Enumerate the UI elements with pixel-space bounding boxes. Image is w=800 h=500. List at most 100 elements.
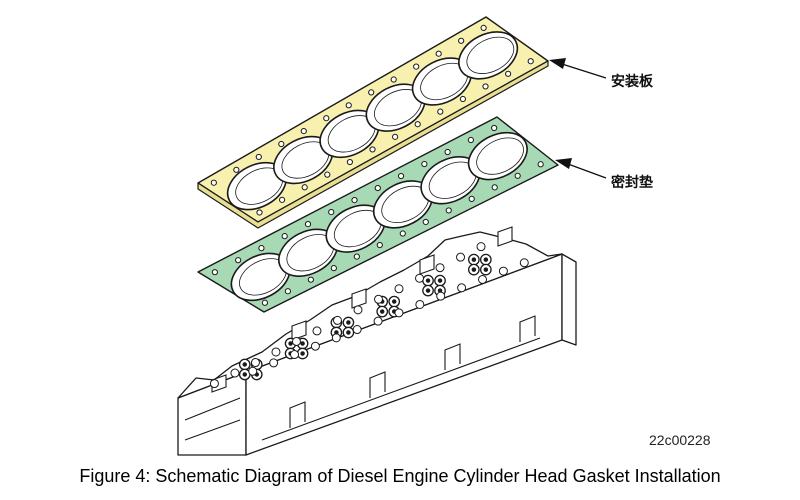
cylinder-head-side-details xyxy=(184,315,541,441)
mounting-plate-bolt-hole xyxy=(482,83,489,90)
gasket-bolt-hole xyxy=(235,257,242,264)
label-mounting-plate: 安装板 xyxy=(611,73,654,90)
arrowhead-mounting-plate xyxy=(549,58,566,69)
mounting-plate-bolt-hole xyxy=(256,209,263,216)
valve-stem xyxy=(437,278,443,283)
deck-hole xyxy=(456,252,466,262)
deck-hole xyxy=(373,294,383,304)
deck-hole xyxy=(476,242,486,252)
gasket-bolt-hole xyxy=(351,196,358,204)
mounting-plate-cylinder-bores xyxy=(226,31,519,211)
gasket-bolt-hole xyxy=(422,218,429,226)
gasket xyxy=(197,116,559,313)
mounting-plate-bolt-hole xyxy=(324,171,331,178)
mounting-plate-bolt-hole xyxy=(413,63,420,70)
drawing-code: 22c00228 xyxy=(649,432,711,448)
deck-hole xyxy=(291,336,301,346)
mounting-plate-bolt-hole xyxy=(346,158,353,166)
valve-stem xyxy=(288,341,293,346)
gasket-bolt-hole xyxy=(330,265,337,272)
deck-hole xyxy=(353,305,363,315)
valve-stem xyxy=(391,299,397,304)
mounting-plate-bolt-hole xyxy=(480,24,487,32)
deck-hole xyxy=(435,263,445,273)
deck-hole xyxy=(415,273,425,283)
valve-stem xyxy=(242,362,248,367)
gasket-bolt-hole xyxy=(284,288,291,295)
mounting-plate-bolt-hole xyxy=(278,196,286,203)
deck-hole xyxy=(312,326,322,336)
mounting-plate-bore xyxy=(458,31,519,80)
gasket-bolt-hole xyxy=(376,241,383,249)
gasket-bolt-hole xyxy=(397,172,405,180)
deck-hole xyxy=(519,258,529,268)
mounting-plate-bolt-holes xyxy=(210,24,534,216)
gasket-bolt-hole xyxy=(399,230,406,237)
mounting-plate-bolt-hole xyxy=(369,146,376,153)
deck-hole xyxy=(269,358,279,368)
gasket-bolt-hole xyxy=(444,148,451,156)
mounting-plate-bolt-hole xyxy=(323,115,330,122)
mounting-plate-bolt-hole xyxy=(459,95,467,103)
deck-hole xyxy=(498,266,508,276)
deck-hole xyxy=(332,315,342,325)
gasket-bolt-hole xyxy=(514,172,521,179)
mounting-plate-bolt-hole xyxy=(414,121,421,128)
callout-mounting-plate: 安装板 xyxy=(549,58,654,90)
arrowhead-gasket xyxy=(555,158,572,169)
deck-hole xyxy=(436,291,446,301)
gasket-bolt-hole xyxy=(353,253,360,260)
mounting-plate-bolt-hole xyxy=(345,102,352,109)
valve-stem xyxy=(300,341,305,346)
leader-line-mounting-plate xyxy=(561,63,607,79)
gasket-bolt-hole xyxy=(445,207,452,214)
mounting-plate-bolt-hole xyxy=(210,179,217,186)
deck-hole xyxy=(248,366,258,376)
deck-hole xyxy=(394,308,404,318)
gasket-bolt-hole xyxy=(491,184,498,191)
mounting-plate-bore-rim xyxy=(466,36,515,74)
gasket-bolt-hole xyxy=(304,221,312,228)
mounting-plate-bolt-hole xyxy=(278,140,285,148)
gasket-bore-rim xyxy=(476,137,524,175)
mounting-plate-bolt-hole xyxy=(300,128,307,135)
mounting-plate-bolt-hole xyxy=(255,153,262,161)
valve-stem xyxy=(379,309,385,314)
mounting-plate-bolt-hole xyxy=(390,76,397,83)
gasket-bolt-hole xyxy=(281,233,288,240)
deck-hole xyxy=(373,316,383,326)
figure-caption: Figure 4: Schematic Diagram of Diesel En… xyxy=(79,466,721,486)
deck-hole xyxy=(331,333,341,343)
valve-stem xyxy=(471,267,477,272)
deck-hole xyxy=(310,341,320,351)
mounting-plate-bolt-hole xyxy=(392,133,399,140)
cylinder-head-block xyxy=(177,231,577,456)
gasket-bolt-hole xyxy=(261,299,269,306)
valve-stem xyxy=(425,288,431,293)
valve-stem xyxy=(425,278,431,283)
label-gasket: 密封垫 xyxy=(610,174,653,191)
mounting-plate-bolt-hole xyxy=(458,37,465,44)
deck-hole xyxy=(250,358,260,368)
gasket-bolt-hole xyxy=(307,276,314,283)
gasket-bolt-hole xyxy=(537,161,544,168)
deck-hole xyxy=(271,347,281,357)
gasket-bolt-hole xyxy=(491,124,498,132)
deck-hole xyxy=(394,284,404,294)
mounting-plate-bolt-hole xyxy=(301,184,308,191)
deck-hole xyxy=(230,368,240,378)
deck-hole xyxy=(457,283,467,293)
gasket-bolt-hole xyxy=(374,184,381,192)
mounting-plate-bolt-hole xyxy=(368,89,375,96)
gasket-bolt-hole xyxy=(467,136,474,144)
mounting-plate-bolt-hole xyxy=(233,166,240,173)
gasket-bore xyxy=(467,131,528,181)
mounting-plate-bolt-hole xyxy=(505,70,512,77)
gasket-cylinder-bores xyxy=(230,131,528,302)
mounting-plate-edge xyxy=(197,60,549,229)
gasket-bolt-hole xyxy=(468,195,475,202)
gasket-bolt-hole xyxy=(211,269,218,276)
valve-stem xyxy=(346,320,351,325)
deck-hole xyxy=(290,350,300,360)
